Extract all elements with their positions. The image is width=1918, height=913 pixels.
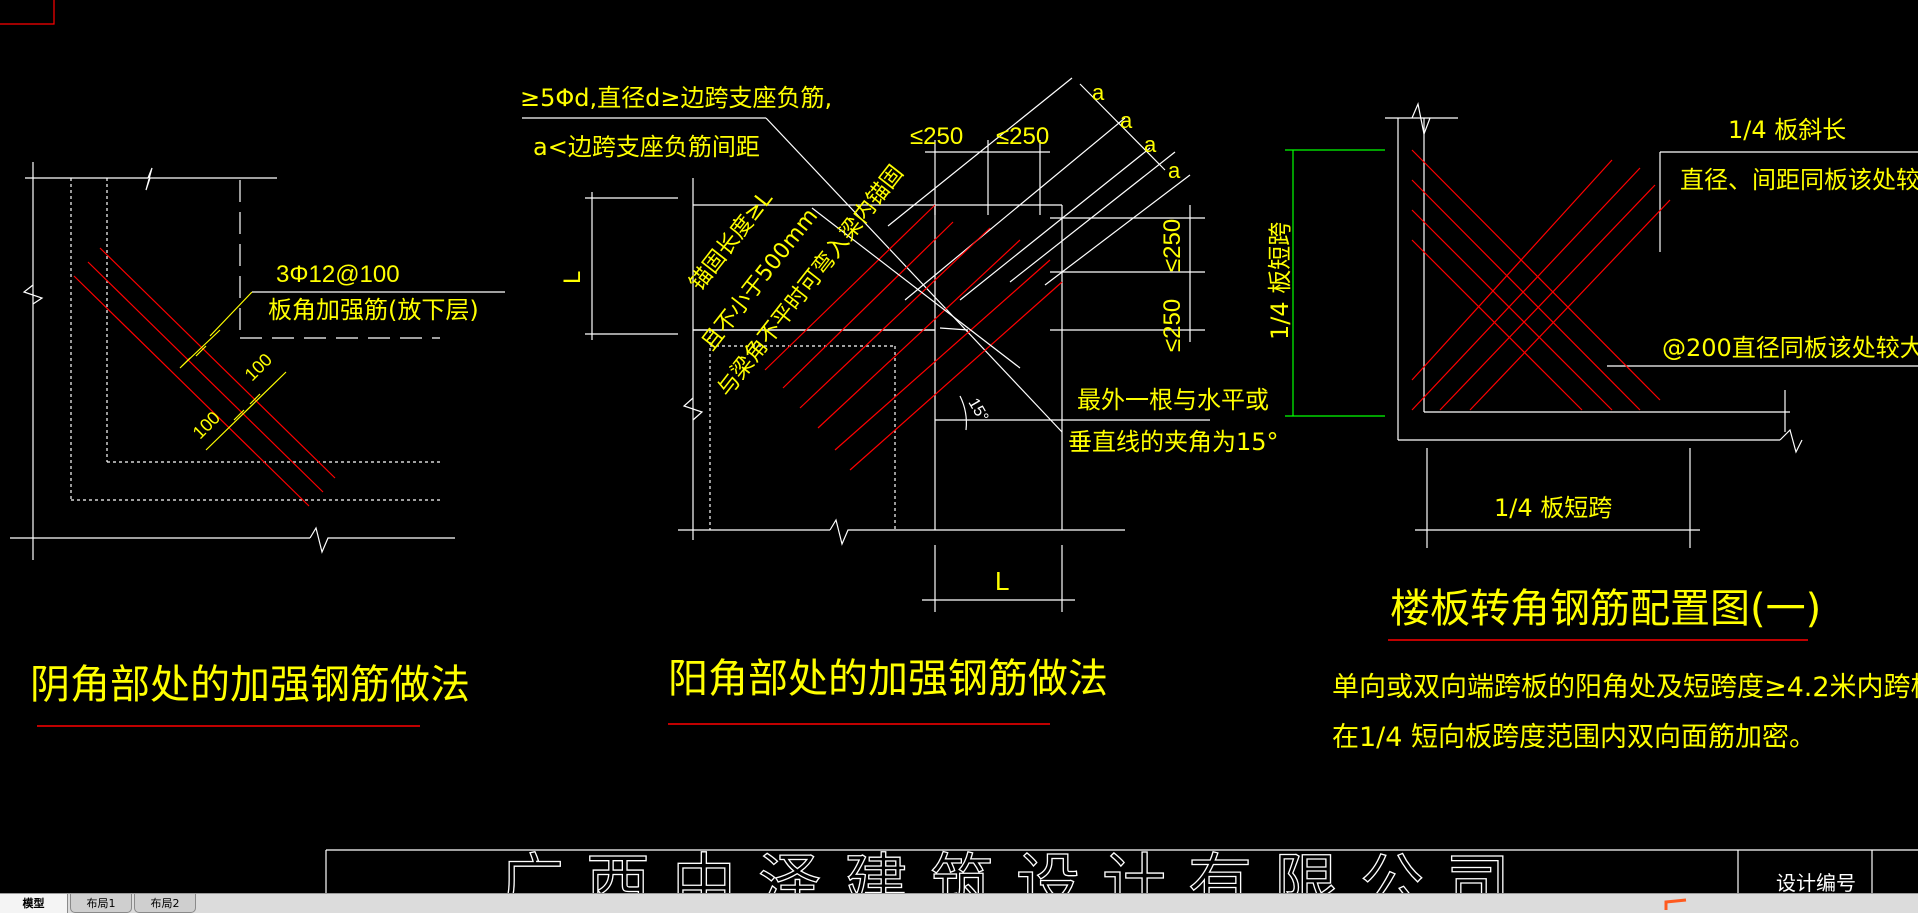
mid-angle-note1: 最外一根与水平或 bbox=[1077, 386, 1269, 414]
layout-tab-bar: 模型 布局1 布局2 bbox=[0, 893, 1918, 913]
mid-note-line2: a<边跨支座负筋间距 bbox=[533, 133, 760, 161]
tab-model[interactable]: 模型 bbox=[0, 894, 68, 913]
tab-layout-2[interactable]: 布局2 bbox=[134, 894, 196, 913]
mid-dim-a4: a bbox=[1168, 158, 1181, 183]
right-side-label: 1/4 板短跨 bbox=[1266, 222, 1294, 340]
mid-dim-L-bottom: L bbox=[995, 566, 1009, 596]
selection-corner-mark bbox=[1664, 898, 1687, 910]
right-top-note: 直径、间距同板该处较大负筋边 bbox=[1680, 166, 1918, 194]
mid-angle-note2: 垂直线的夹角为15° bbox=[1068, 428, 1279, 456]
mid-detail-title: 阳角部处的加强钢筋做法 bbox=[668, 656, 1108, 702]
mid-dim-a1: a bbox=[1092, 80, 1105, 105]
right-top-label: 1/4 板斜长 bbox=[1728, 116, 1846, 144]
mid-dim-L-left: L bbox=[559, 271, 586, 284]
title-block bbox=[325, 849, 1918, 893]
right-detail-title: 楼板转角钢筋配置图(一) bbox=[1390, 586, 1821, 632]
left-detail bbox=[10, 162, 505, 560]
left-rebar-spec: 3Φ12@100 bbox=[276, 261, 400, 288]
right-desc-line2: 在1/4 短向板跨度范围内双向面筋加密。 bbox=[1332, 722, 1816, 753]
cad-drawing-canvas[interactable]: 3Φ12@100 板角加强筋(放下层) 100 100 阴角部处的加强钢筋做法 bbox=[0, 0, 1918, 893]
mid-dim-250-a: ≤250 bbox=[910, 123, 963, 150]
mid-dim-a2: a bbox=[1120, 108, 1133, 133]
mid-dim-250-d: ≤250 bbox=[1159, 299, 1186, 352]
ucs-corner bbox=[0, 0, 55, 25]
mid-dim-250-b: ≤250 bbox=[996, 123, 1049, 150]
right-detail bbox=[1285, 101, 1918, 548]
right-spacing-note: @200直径同板该处较大负筋 bbox=[1662, 334, 1918, 362]
right-bottom-label: 1/4 板短跨 bbox=[1494, 494, 1612, 522]
left-detail-title: 阴角部处的加强钢筋做法 bbox=[30, 662, 470, 708]
left-rebar-note: 板角加强筋(放下层) bbox=[268, 296, 479, 324]
mid-detail bbox=[522, 77, 1210, 612]
mid-dim-250-c: ≤250 bbox=[1159, 219, 1186, 272]
title-block-company: 广西中泽建筑设计有限公司 bbox=[500, 848, 1532, 893]
mid-note-line1: ≥5Φd,直径d≥边跨支座负筋, bbox=[520, 84, 832, 112]
tab-layout-1[interactable]: 布局1 bbox=[70, 894, 132, 913]
left-dim-100-a: 100 bbox=[241, 349, 276, 384]
mid-dim-a3: a bbox=[1144, 132, 1157, 157]
title-block-field-label: 设计编号 bbox=[1776, 871, 1856, 893]
right-desc-line1: 单向或双向端跨板的阳角处及短跨度≥4.2米内跨板板角处, bbox=[1332, 672, 1918, 703]
